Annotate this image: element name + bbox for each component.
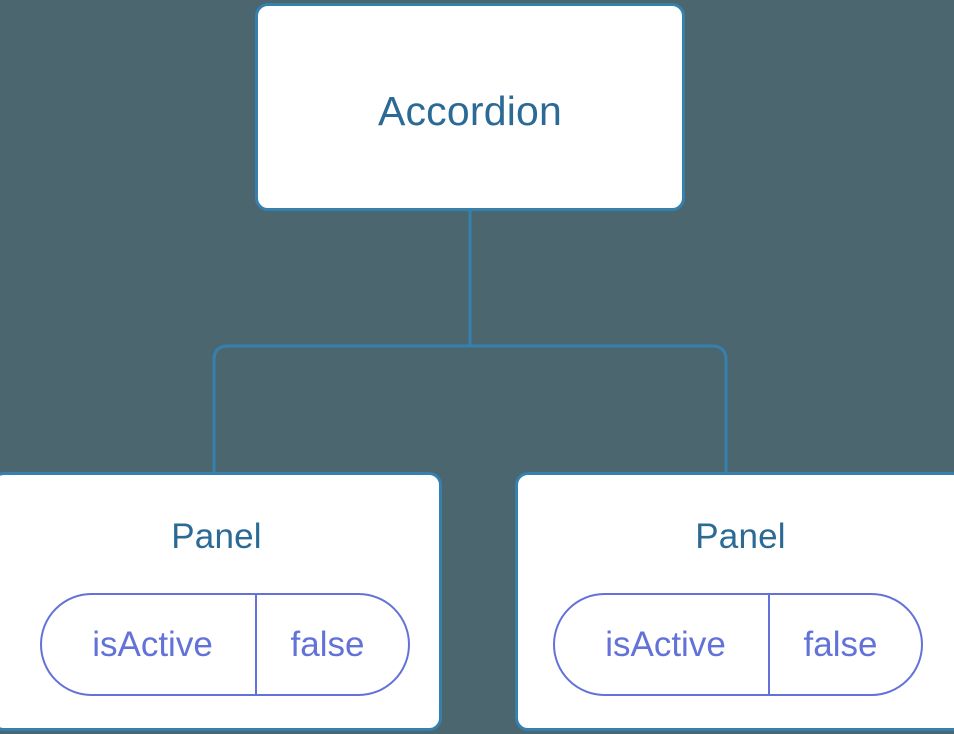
node-accordion-title: Accordion — [377, 88, 563, 134]
connector-branch-right — [470, 344, 728, 474]
node-panel-1[interactable]: Panel isActive false — [0, 472, 442, 731]
node-panel-1-state-value: false — [290, 624, 365, 664]
node-panel-2-state-badge[interactable]: isActive false — [553, 593, 923, 696]
node-panel-2[interactable]: Panel isActive false — [515, 472, 954, 731]
node-panel-1-state-badge[interactable]: isActive false — [40, 593, 410, 696]
node-panel-2-title: Panel — [695, 517, 786, 556]
node-panel-1-title: Panel — [171, 517, 262, 556]
connector-branch-left — [212, 344, 470, 474]
node-panel-2-state-key: isActive — [555, 595, 770, 694]
node-panel-1-state-key: isActive — [42, 595, 257, 694]
node-accordion[interactable]: Accordion — [255, 3, 685, 211]
node-panel-2-state-value: false — [803, 624, 878, 664]
